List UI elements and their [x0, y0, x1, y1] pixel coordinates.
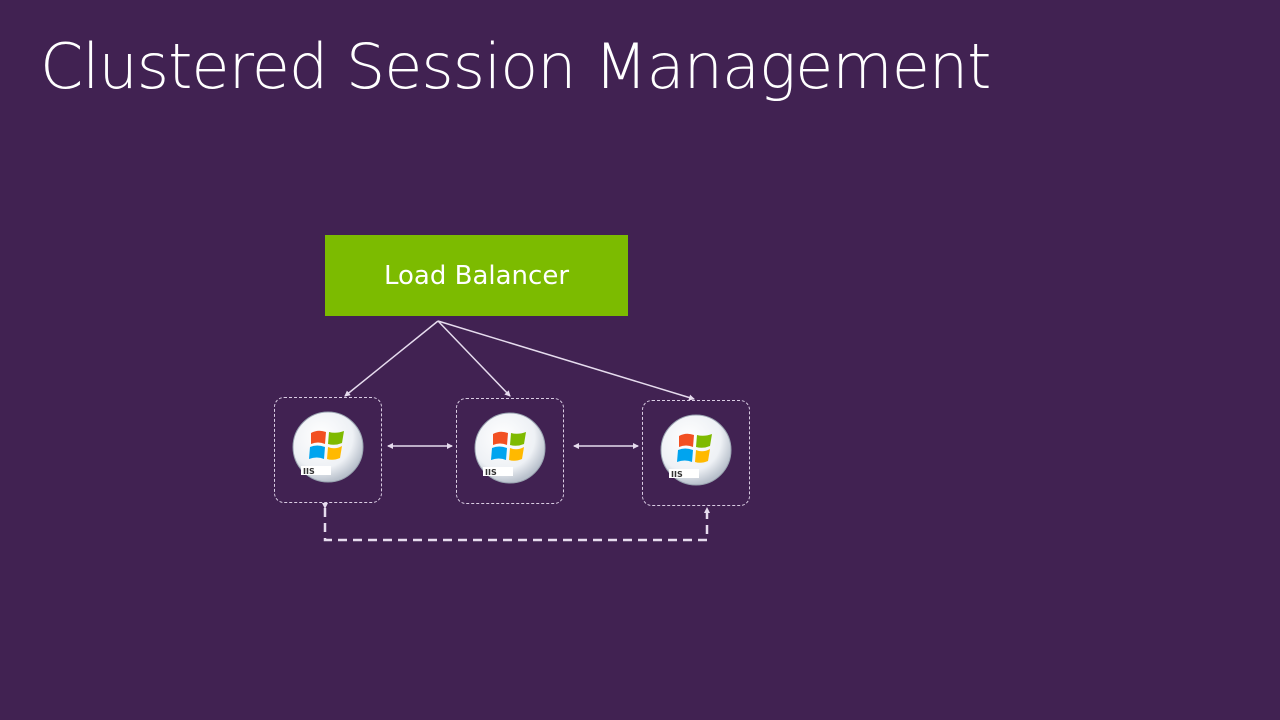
lb-to-server-2-arrow [437, 320, 511, 397]
server-node-3: IIS [642, 400, 750, 506]
load-balancer-box: Load Balancer [325, 235, 628, 316]
windows-server-icon: IIS [473, 411, 547, 489]
windows-server-icon: IIS [659, 413, 733, 491]
server-node-1: IIS [274, 397, 382, 503]
svg-text:IIS: IIS [671, 470, 683, 479]
load-balancer-label: Load Balancer [383, 260, 570, 291]
windows-server-icon: IIS [291, 410, 365, 488]
lb-to-server-1-arrow [344, 320, 439, 397]
slide-title: Clustered Session Management [40, 30, 991, 103]
svg-text:IIS: IIS [485, 468, 497, 477]
server-1-3-dashed-link [322, 503, 710, 542]
server-node-2: IIS [456, 398, 564, 504]
lb-to-server-3-arrow [437, 320, 695, 401]
svg-text:IIS: IIS [303, 467, 315, 476]
